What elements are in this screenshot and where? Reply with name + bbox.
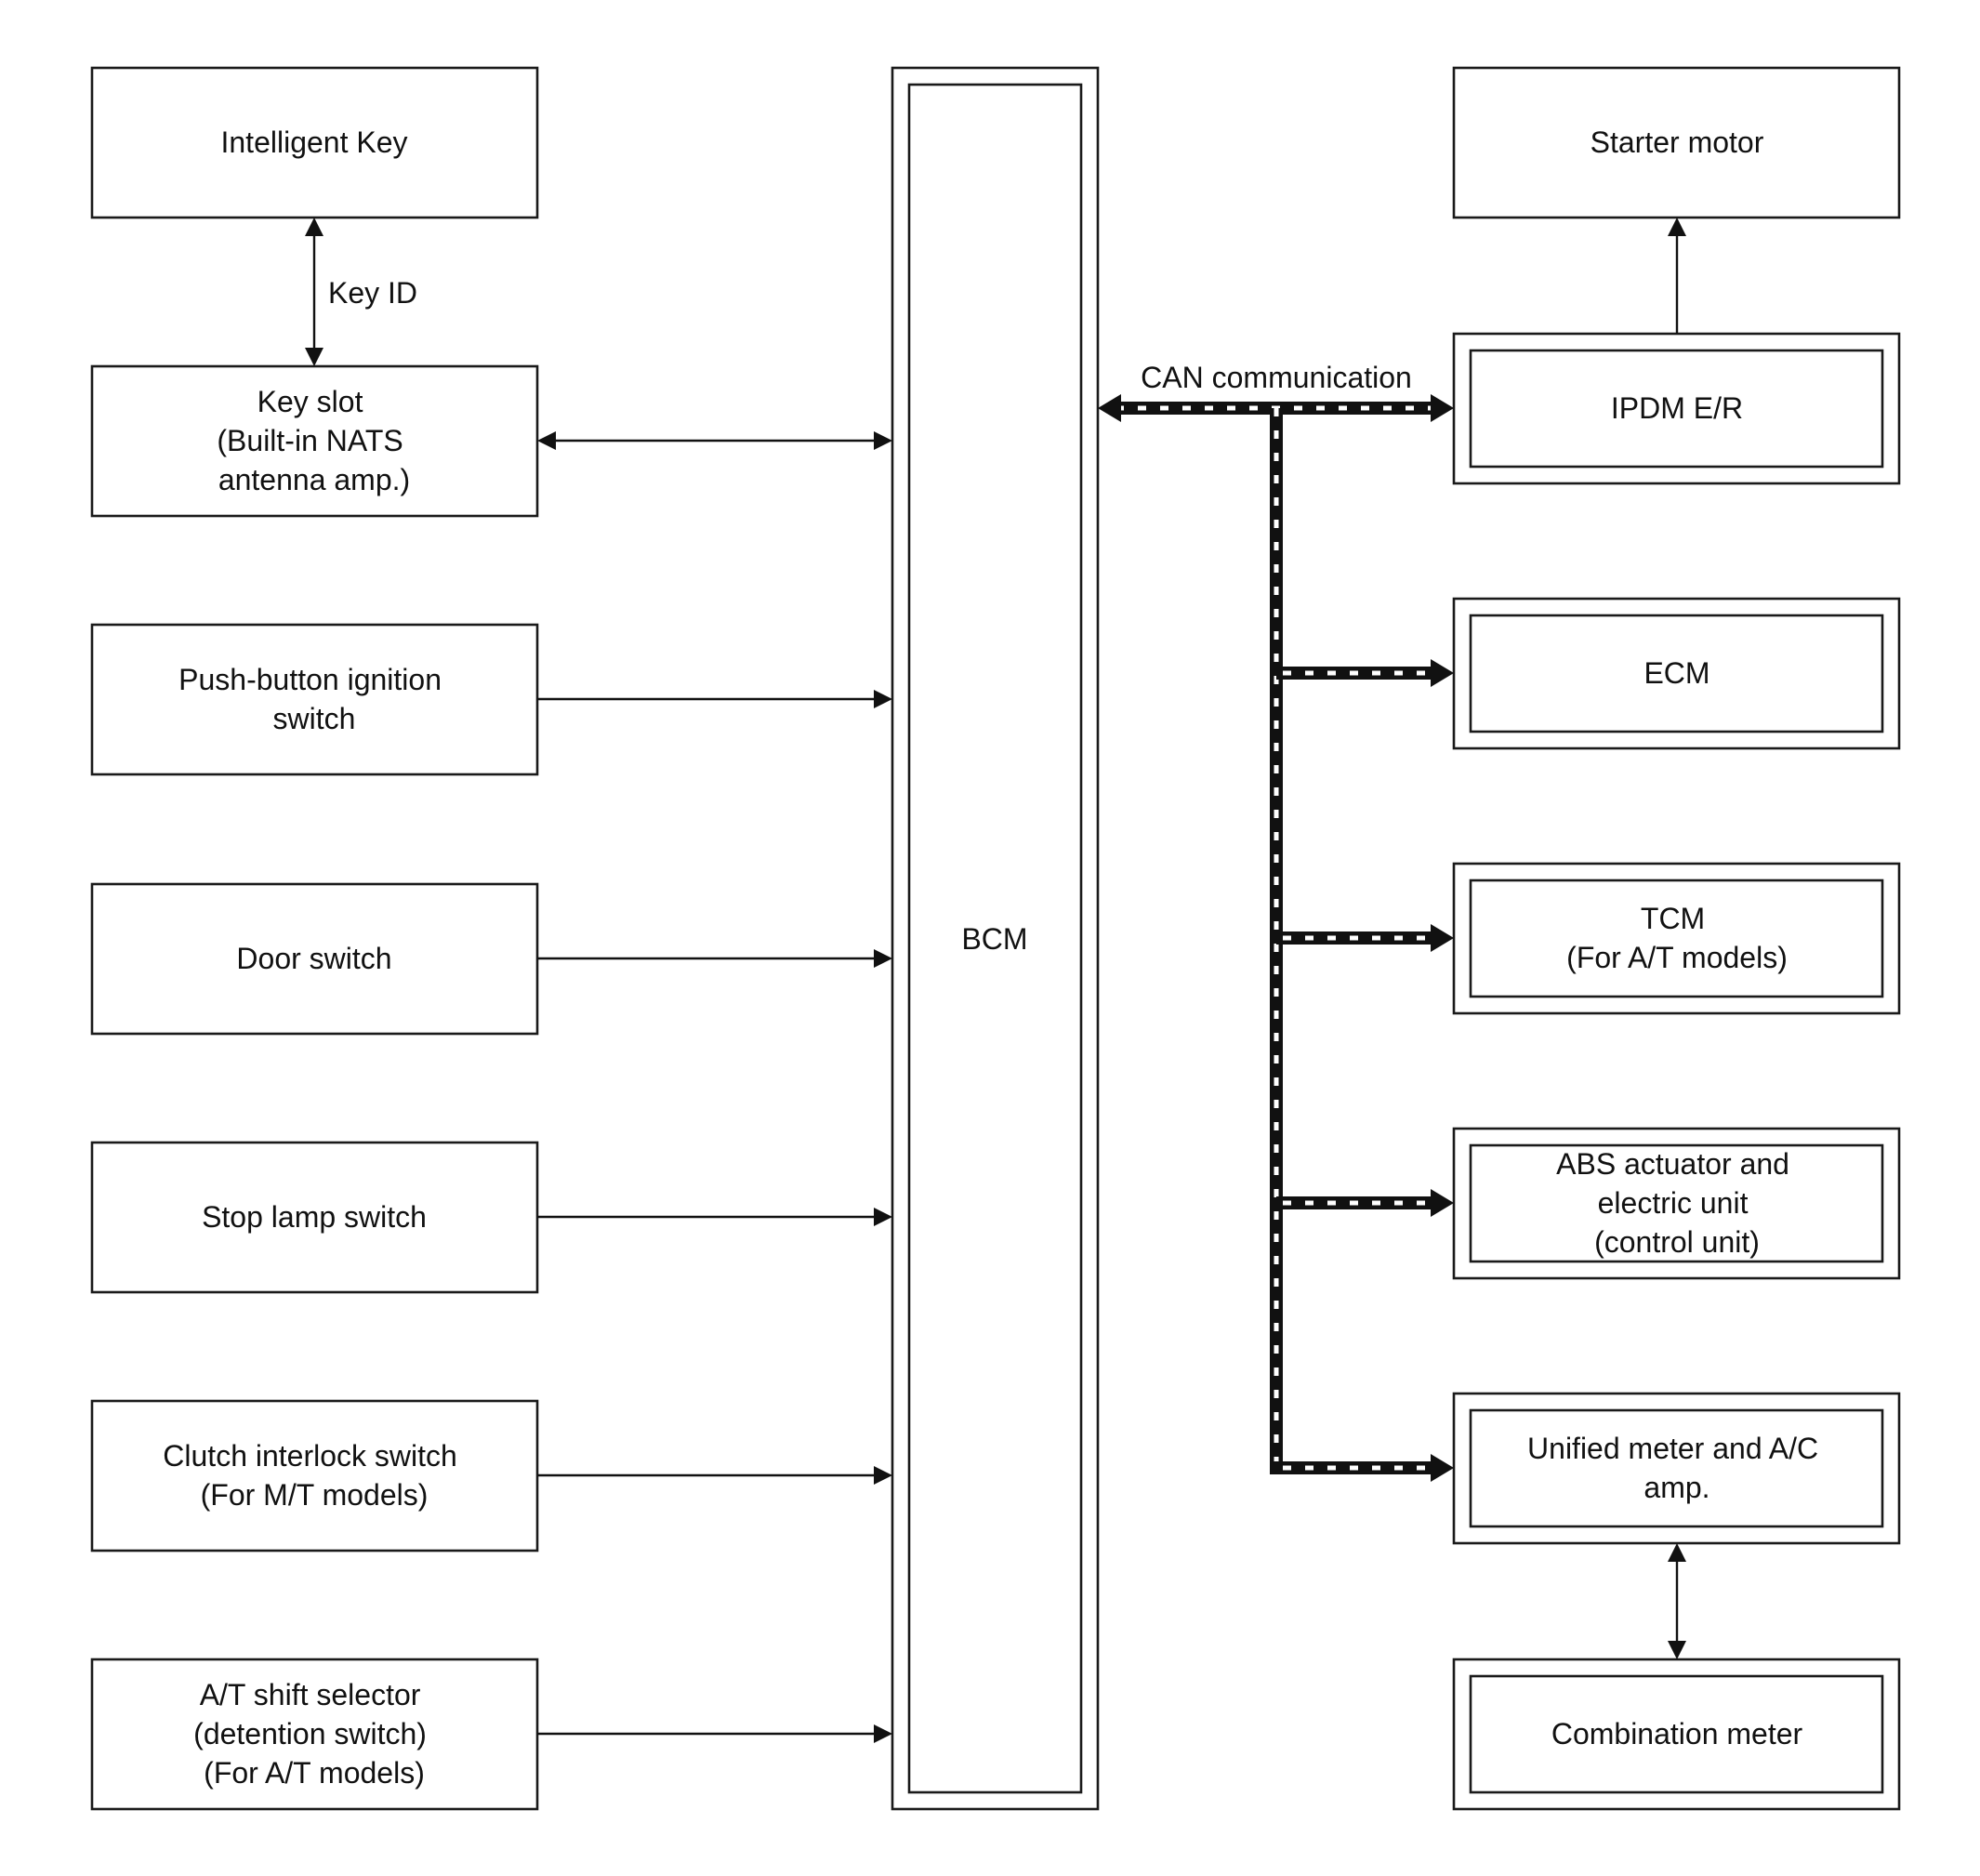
svg-text:Key slot (Built-in NATS: Key slot (Built-in NATS antenna amp.) [217, 385, 411, 496]
svg-text:Combination meter: Combination meter [1551, 1717, 1803, 1750]
intelligent-key-label: Intelligent Key [220, 126, 407, 159]
svg-text:ABS actuator and electri: ABS actuator and electric unit (control … [1556, 1147, 1798, 1259]
key-slot-label-line-3: antenna amp.) [218, 463, 410, 496]
bcm-label: BCM [961, 922, 1027, 956]
abs-label-line-3: (control unit) [1594, 1225, 1760, 1259]
push-button-to-bcm-arrow [537, 690, 892, 708]
combination-meter-label: Combination meter [1551, 1717, 1803, 1750]
door-switch-to-bcm-arrow [537, 949, 892, 968]
key-slot-box: Key slot (Built-in NATS antenna amp.) [90, 364, 539, 518]
stop-lamp-switch-label: Stop lamp switch [202, 1200, 427, 1234]
abs-label-line-2: electric unit [1598, 1186, 1749, 1220]
unified-meter-label-line-2: amp. [1643, 1471, 1709, 1504]
key-slot-label-line-1: Key slot [257, 385, 363, 418]
svg-text:Starter motor: Starter motor [1591, 126, 1764, 159]
at-shift-selector-box: A/T shift selector (detention switch) (F… [90, 1658, 539, 1811]
ipdm-er-box: IPDM E/R [1452, 332, 1901, 485]
svg-text:ECM: ECM [1643, 656, 1709, 690]
key-slot-to-bcm-arrow [537, 431, 892, 450]
stop-lamp-switch-box: Stop lamp switch [90, 1141, 539, 1294]
at-shift-label-line-2: (detention switch) [193, 1717, 427, 1750]
starter-motor-label: Starter motor [1591, 126, 1764, 159]
stop-lamp-to-bcm-arrow [537, 1208, 892, 1226]
clutch-interlock-label-line-2: (For M/T models) [201, 1478, 429, 1512]
ecm-label: ECM [1643, 656, 1709, 690]
tcm-box: TCM (For A/T models) [1452, 862, 1901, 1015]
abs-label-line-1: ABS actuator and [1556, 1147, 1789, 1181]
clutch-interlock-label-line-1: Clutch interlock switch [163, 1439, 457, 1473]
svg-text:Key ID: Key ID [328, 276, 417, 310]
svg-text:Door switch: Door switch [236, 942, 391, 975]
at-shift-to-bcm-arrow [537, 1724, 892, 1743]
ecm-box: ECM [1452, 597, 1901, 750]
push-button-ignition-switch-box: Push-button ignition switch [90, 623, 539, 776]
ipdm-to-starter-arrow [1668, 218, 1686, 334]
clutch-interlock-switch-box: Clutch interlock switch (For M/T models) [90, 1399, 539, 1552]
tcm-label-line-2: (For A/T models) [1566, 941, 1788, 974]
intelligent-key-box: Intelligent Key [90, 66, 539, 219]
svg-text:Clutch interlock switch: Clutch interlock switch (For M/T models) [163, 1439, 465, 1512]
unified-meter-box: Unified meter and A/C amp. [1452, 1392, 1901, 1545]
bcm-box: BCM [891, 66, 1100, 1811]
key-slot-label-line-2: (Built-in NATS [217, 424, 403, 457]
svg-text:BCM: BCM [961, 922, 1027, 956]
svg-text:Push-button ignition swi: Push-button ignition switch [178, 663, 450, 735]
at-shift-label-line-3: (For A/T models) [204, 1756, 425, 1790]
can-bus: CAN communication [1098, 361, 1454, 1482]
svg-text:Stop lamp switch: Stop lamp switch [202, 1200, 427, 1234]
at-shift-label-line-1: A/T shift selector [200, 1678, 421, 1711]
combination-meter-box: Combination meter [1452, 1658, 1901, 1811]
abs-actuator-box: ABS actuator and electric unit (control … [1452, 1127, 1901, 1280]
svg-text:TCM (For A/T models): TCM (For A/T models) [1566, 902, 1788, 974]
clutch-interlock-to-bcm-arrow [537, 1466, 892, 1485]
starter-motor-box: Starter motor [1452, 66, 1901, 219]
push-button-label-line-2: switch [273, 702, 356, 735]
door-switch-label: Door switch [236, 942, 391, 975]
key-id-link: Key ID [305, 218, 417, 366]
ipdm-er-label: IPDM E/R [1611, 391, 1743, 425]
can-arrowhead-ipdm [1431, 394, 1454, 422]
svg-text:Unified meter and A/C am: Unified meter and A/C amp. [1527, 1432, 1827, 1504]
key-id-label: Key ID [328, 276, 417, 310]
svg-text:A/T shift selector (dete: A/T shift selector (detention switch) (F… [193, 1678, 435, 1790]
tcm-label-line-1: TCM [1641, 902, 1705, 935]
svg-text:Intelligent Key: Intelligent Key [220, 126, 407, 159]
svg-text:IPDM E/R: IPDM E/R [1611, 391, 1743, 425]
can-arrowhead-bcm [1098, 394, 1121, 422]
push-button-label-line-1: Push-button ignition [178, 663, 442, 696]
unified-meter-label-line-1: Unified meter and A/C [1527, 1432, 1818, 1465]
door-switch-box: Door switch [90, 882, 539, 1036]
svg-text:CAN communication: CAN communication [1141, 361, 1412, 394]
can-communication-label: CAN communication [1141, 361, 1412, 394]
unified-meter-combination-meter-link [1668, 1543, 1686, 1659]
